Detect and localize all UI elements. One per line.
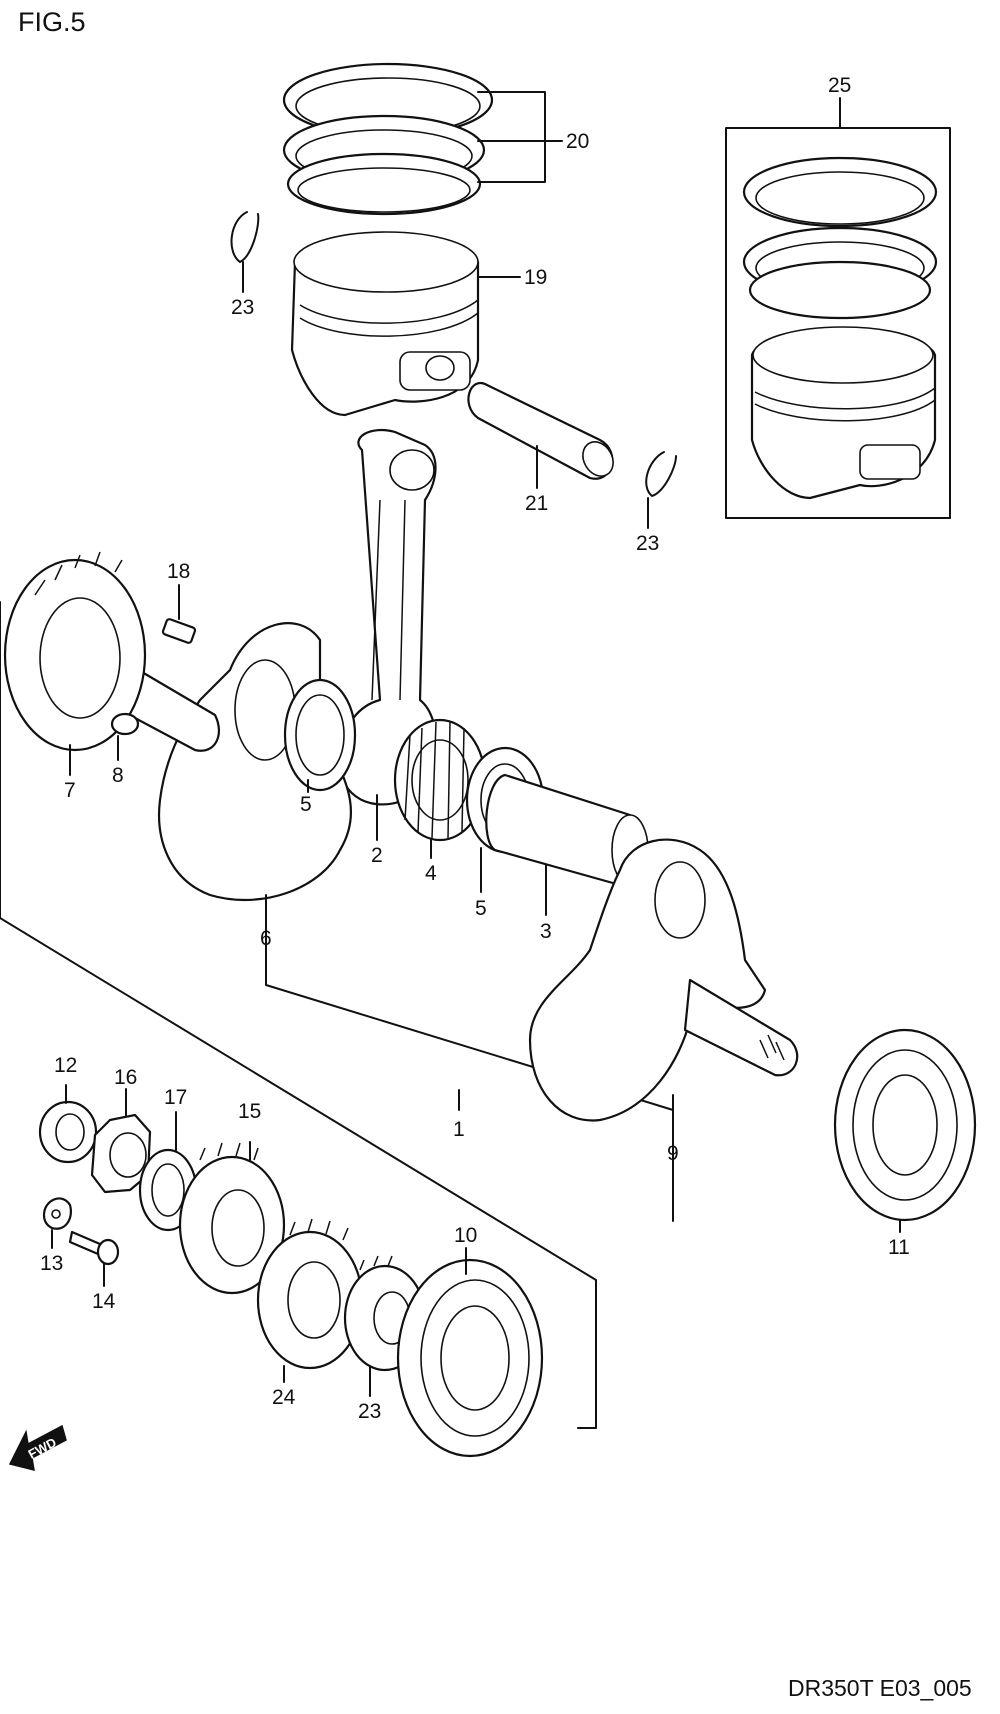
callout-12: 12: [54, 1054, 77, 1077]
assembly-bracket-1: [0, 601, 597, 1429]
callout-17: 16: [114, 1066, 137, 1089]
circlip-right: [645, 451, 677, 497]
callout-18: 17: [164, 1086, 187, 1109]
callout-23-right: 23: [636, 532, 659, 555]
key-19: [161, 618, 197, 644]
callout-6: 6: [260, 927, 272, 950]
crank-gear: [3, 551, 147, 752]
bearing-10: [396, 1258, 544, 1458]
callout-10: 10: [454, 1224, 477, 1247]
gear-24: [256, 1218, 364, 1370]
piston-set: [742, 156, 938, 500]
circlip-left: [230, 211, 260, 263]
callout-16: 15: [238, 1100, 261, 1123]
callout-5-right: 5: [475, 897, 487, 920]
screw-14: [68, 1230, 120, 1266]
piston-rings: [282, 62, 494, 216]
callout-15: 23: [358, 1400, 381, 1423]
fwd-label: FWD: [26, 1435, 59, 1462]
leader-21-bracket: [477, 91, 546, 183]
callout-25: 25: [828, 74, 851, 97]
key-9: [110, 712, 140, 736]
needle-bearing: [393, 718, 487, 842]
callout-24: 24: [272, 1386, 296, 1409]
callout-4: 4: [425, 862, 437, 885]
crankshaft-left: [118, 622, 357, 902]
callout-13: 13: [40, 1252, 63, 1275]
piston-set-box: [725, 127, 951, 519]
callout-14: 14: [92, 1290, 116, 1313]
callout-22: 21: [525, 492, 548, 515]
callout-7: 9: [667, 1142, 679, 1165]
gear-16: [178, 1142, 286, 1295]
callout-11: 11: [888, 1236, 910, 1259]
crankshaft-right: [528, 838, 799, 1122]
forward-arrow-icon: FWD: [8, 1424, 67, 1472]
piston-pin: [467, 381, 614, 480]
figure-title: FIG.5: [18, 7, 86, 37]
leader-6-bracket: [265, 894, 674, 1222]
bearing-11: [833, 1028, 977, 1222]
callout-5-left: 5: [300, 793, 312, 816]
callout-21: 20: [566, 130, 589, 153]
diagram-reference: DR350T E03_005: [788, 1675, 972, 1701]
callout-23-left: 23: [231, 296, 254, 319]
callout-8: 7: [64, 779, 76, 802]
callout-2: 2: [371, 844, 383, 867]
callout-20: 19: [524, 266, 547, 289]
callout-9: 8: [112, 764, 124, 787]
callout-19: 18: [167, 560, 190, 583]
callout-1: 1: [453, 1118, 465, 1141]
piston: [290, 231, 480, 417]
callout-3: 3: [540, 920, 552, 943]
